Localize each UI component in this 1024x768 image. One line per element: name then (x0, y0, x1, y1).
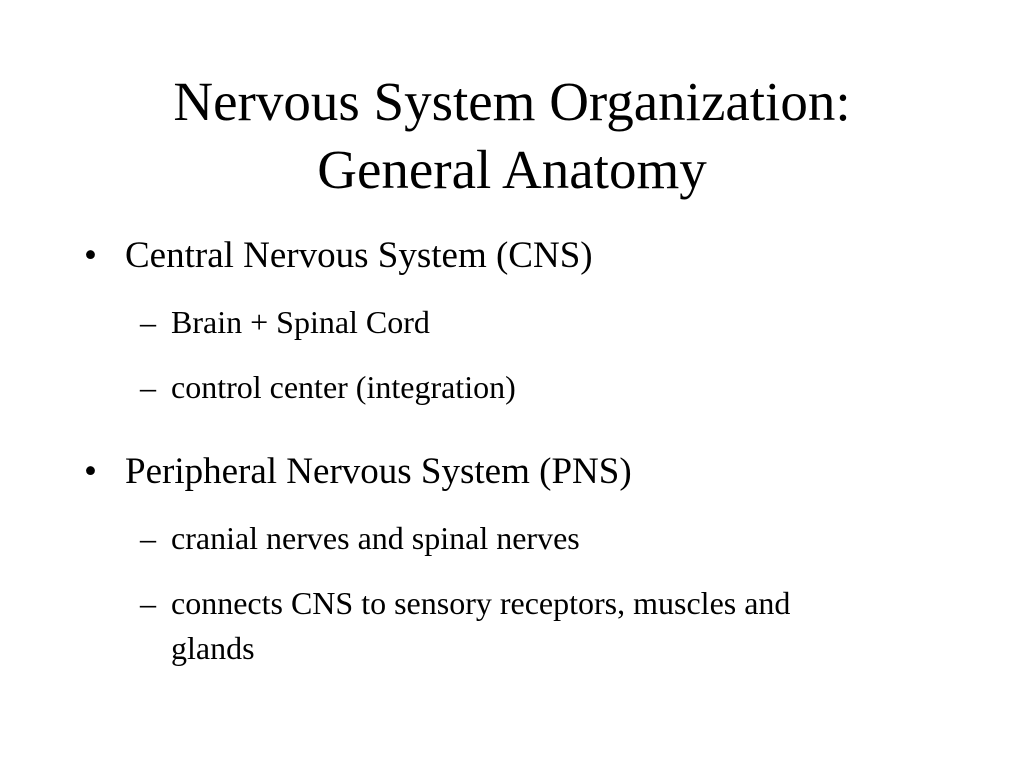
slide-body: • Central Nervous System (CNS) – Brain +… (82, 232, 962, 671)
sub-bullet-text: control center (integration) (171, 369, 516, 405)
dash-icon: – (140, 585, 156, 621)
title-line-2: General Anatomy (317, 139, 707, 200)
sub-bullet-pns-2: – connects CNS to sensory receptors, mus… (82, 581, 871, 671)
sub-bullet-text: connects CNS to sensory receptors, muscl… (171, 585, 791, 666)
sub-bullet-cns-1: – Brain + Spinal Cord (82, 300, 871, 345)
sub-bullet-text: cranial nerves and spinal nerves (171, 520, 580, 556)
sub-bullet-pns-1: – cranial nerves and spinal nerves (82, 516, 871, 561)
bullet-cns-text: Central Nervous System (CNS) (125, 235, 593, 276)
bullet-pns: • Peripheral Nervous System (PNS) (82, 448, 962, 496)
sub-bullet-text: Brain + Spinal Cord (171, 304, 430, 340)
bullet-icon: • (84, 451, 97, 492)
dash-icon: – (140, 369, 156, 405)
dash-icon: – (140, 520, 156, 556)
sub-bullet-cns-2: – control center (integration) (82, 365, 871, 410)
slide-title: Nervous System Organization: General Ana… (0, 68, 1024, 204)
bullet-pns-text: Peripheral Nervous System (PNS) (125, 451, 632, 492)
dash-icon: – (140, 304, 156, 340)
bullet-cns: • Central Nervous System (CNS) (82, 232, 962, 280)
title-line-1: Nervous System Organization: (173, 71, 851, 132)
bullet-icon: • (84, 235, 97, 276)
